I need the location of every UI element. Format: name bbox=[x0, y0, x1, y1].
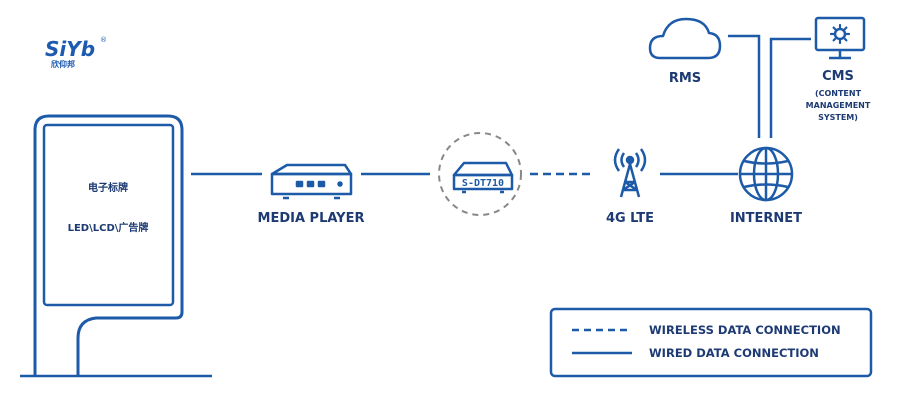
lte-label: 4G LTE bbox=[606, 211, 654, 226]
cms-title: CMS bbox=[822, 69, 854, 84]
signage-board bbox=[20, 114, 212, 378]
router-icon bbox=[452, 161, 514, 194]
router-model-label: S-DT710 bbox=[462, 178, 504, 189]
signage-screen bbox=[42, 123, 175, 307]
logo-text: SiYb bbox=[45, 37, 95, 61]
cms-monitor-icon bbox=[814, 16, 866, 60]
brand-logo: SiYb ® 欣仰邦 bbox=[45, 36, 107, 69]
cms-line2: MANAGEMENT bbox=[806, 101, 871, 110]
signage-line2: LED\LCD\广告牌 bbox=[68, 221, 149, 234]
media-player-label: MEDIA PLAYER bbox=[258, 211, 365, 226]
legend-box bbox=[549, 307, 873, 378]
router-dashed-circle bbox=[438, 132, 522, 216]
media-player-icon bbox=[270, 163, 353, 200]
lte-tower-icon bbox=[613, 148, 647, 198]
cms-line1: (CONTENT bbox=[815, 89, 862, 98]
rms-label: RMS bbox=[669, 71, 701, 86]
logo-subtext: 欣仰邦 bbox=[51, 59, 75, 69]
cms-line3: SYSTEM) bbox=[818, 113, 858, 122]
legend-wired-label: WIRED DATA CONNECTION bbox=[649, 346, 819, 360]
signage-outline bbox=[33, 114, 184, 375]
legend-wireless-label: WIRELESS DATA CONNECTION bbox=[649, 323, 841, 337]
rms-cloud-icon bbox=[648, 17, 722, 60]
signage-line1: 电子标牌 bbox=[88, 181, 128, 194]
internet-globe-icon bbox=[738, 146, 794, 202]
logo-registered: ® bbox=[100, 36, 107, 44]
wired-links-cloud bbox=[728, 34, 811, 138]
legend: WIRELESS DATA CONNECTION WIRED DATA CONN… bbox=[549, 307, 873, 378]
internet-label: INTERNET bbox=[730, 211, 802, 226]
